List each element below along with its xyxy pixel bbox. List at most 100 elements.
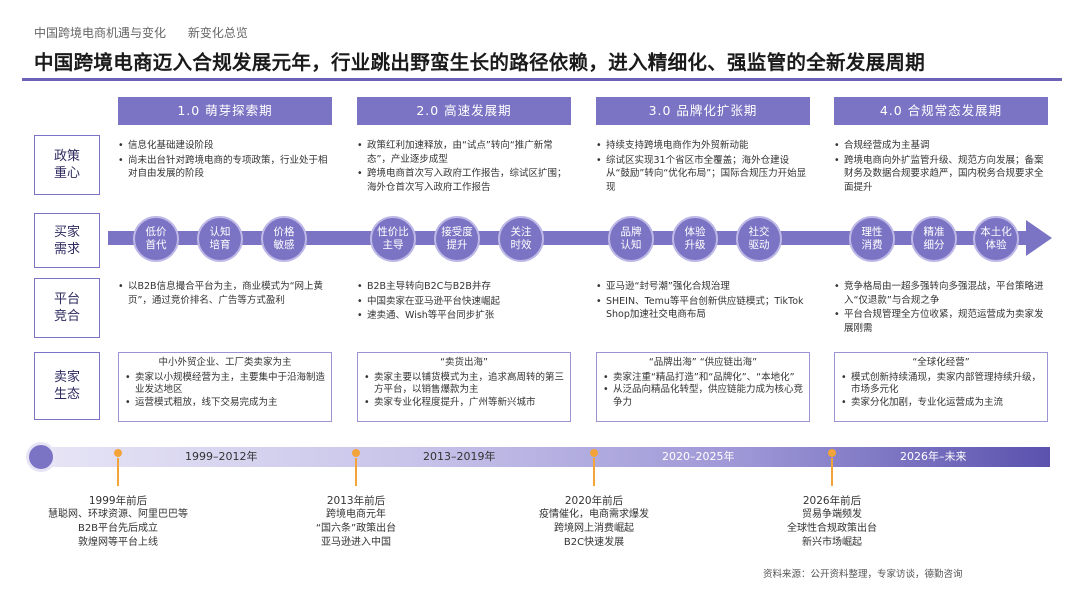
source-note: 资料来源：公开资料整理，专家访谈，德勤咨询 <box>763 569 963 580</box>
milestone-1: 1999年前后 慧聪网、环球资源、阿里巴巴等 B2B平台先后成立 敦煌网等平台上… <box>38 494 198 550</box>
row-label-ecology-text: 卖家生态 <box>53 370 80 402</box>
milestone-line: 贸易争端频发 <box>802 509 862 520</box>
demand-circle-line1: 理性 <box>861 226 883 238</box>
ecology-item: 卖家以小规模经营为主，主要集中于沿海制造业发达地区 <box>125 372 325 397</box>
platform-col-4: 竞争格局由一超多强转向多强混战，平台策略进入“仅退款”与合规之争 平台合规管理全… <box>834 280 1052 336</box>
ecology-item: 运营模式粗放，线下交易完成为主 <box>125 397 325 410</box>
row-label-policy-text: 政策重心 <box>53 149 80 181</box>
timeline-milestone-stem <box>117 458 119 486</box>
breadcrumb-section[interactable]: 中国跨境电商机遇与变化 <box>34 26 167 40</box>
platform-col-1: 以B2B信息撮合平台为主，商业模式为“网上黄页”，通过竞价排名、广告等方式盈利 <box>118 280 334 308</box>
breadcrumb-page[interactable]: 新变化总览 <box>187 26 248 40</box>
policy-item: 综试区实现31个省区市全覆盖；海外仓建设从“鼓励”转向“优化布局”；国际合规压力… <box>596 154 812 195</box>
milestone-year: 1999年前后 <box>88 495 148 507</box>
milestone-line: B2B平台先后成立 <box>77 523 159 534</box>
row-label-policy: 政策重心 <box>34 135 100 195</box>
timeline-milestone-dot <box>352 449 360 457</box>
phase-header-2: 2.0 高速发展期 <box>357 97 571 125</box>
ecology-item: 卖家分化加剧，专业化运营成为主流 <box>841 397 1041 410</box>
milestone-line: B2C快速发展 <box>563 537 625 548</box>
platform-item: 平台合规管理全方位收紧，规范运营成为卖家发展刚需 <box>834 308 1052 335</box>
milestone-line: 亚马逊进入中国 <box>321 537 391 548</box>
milestone-line: “国六条”政策出台 <box>315 523 397 534</box>
platform-item: B2B主导转向B2C与B2B并存 <box>357 280 575 294</box>
platform-item: 以B2B信息撮合平台为主，商业模式为“网上黄页”，通过竞价排名、广告等方式盈利 <box>118 280 334 307</box>
demand-circle-line2: 细分 <box>923 239 945 251</box>
policy-item: 信息化基础建设阶段 <box>118 139 334 153</box>
page-title: 中国跨境电商迈入合规发展元年，行业跳出野蛮生长的路径依赖，进入精细化、强监管的全… <box>34 51 926 74</box>
demand-circle: 认知培育 <box>197 216 243 262</box>
ecology-box-3: “品牌出海” “供应链出海” 卖家注重“精品打造”和“品牌化”、“本地化” 从泛… <box>596 352 810 422</box>
milestone-4: 2026年前后 贸易争端频发 全球性合规政策出台 新兴市场崛起 <box>752 494 912 550</box>
milestone-line: 跨境网上消费崛起 <box>554 523 634 534</box>
demand-circle-line2: 主导 <box>382 239 404 251</box>
ecology-item: 从泛品向精品化转型，供应链能力成为核心竞争力 <box>603 384 803 409</box>
phase-header-3: 3.0 品牌化扩张期 <box>596 97 810 125</box>
ecology-box-4: “全球化经营” 模式创新持续涌现，卖家内部管理持续升级，市场多元化 卖家分化加剧… <box>834 352 1048 422</box>
demand-circle-line1: 性价比 <box>377 226 409 238</box>
breadcrumb: 中国跨境电商机遇与变化 新变化总览 <box>34 24 248 41</box>
demand-circle-line1: 认知 <box>209 226 231 238</box>
phase-header-1: 1.0 萌芽探索期 <box>118 97 332 125</box>
timeline-period-label: 2013–2019年 <box>423 450 496 463</box>
demand-circle-line1: 关注 <box>510 226 532 238</box>
demand-circle-line2: 提升 <box>446 239 468 251</box>
platform-item: 速卖通、Wish等平台同步扩张 <box>357 309 575 323</box>
row-label-platform-text: 平台竞合 <box>53 292 80 324</box>
demand-circle-line2: 认知 <box>620 239 642 251</box>
demand-circle-line2: 时效 <box>510 239 532 251</box>
ecology-box-title: “品牌出海” “供应链出海” <box>648 357 758 368</box>
policy-item: 合规经营成为主基调 <box>834 139 1052 153</box>
milestone-3: 2020年前后 疫情催化，电商需求爆发 跨境网上消费崛起 B2C快速发展 <box>514 494 674 550</box>
title-divider <box>22 78 1062 81</box>
demand-circle: 精准细分 <box>911 216 957 262</box>
demand-circle: 性价比主导 <box>370 216 416 262</box>
demand-circle-line2: 驱动 <box>748 239 770 251</box>
platform-item: 亚马逊“封号潮”强化合规治理 <box>596 280 812 294</box>
demand-circle-line1: 本土化 <box>980 226 1012 238</box>
milestone-year: 2013年前后 <box>326 495 386 507</box>
timeline-milestone-stem <box>831 458 833 486</box>
ecology-box-2: “卖货出海” 卖家主要以铺货模式为主，追求高周转的第三方平台，以销售爆款为主 卖… <box>357 352 571 422</box>
demand-arrow-band <box>108 231 1030 245</box>
demand-circle-line1: 精准 <box>923 226 945 238</box>
demand-circle: 品牌认知 <box>608 216 654 262</box>
ecology-box-title: “全球化经营” <box>912 357 970 368</box>
demand-circle-line1: 品牌 <box>620 226 642 238</box>
timeline-milestone-stem <box>355 458 357 486</box>
row-label-demand: 买家需求 <box>34 213 100 268</box>
demand-circle-line2: 培育 <box>209 239 231 251</box>
demand-circle-line2: 敏感 <box>273 239 295 251</box>
policy-col-2: 政策红利加速释放，由“试点”转向“推广新常态”，产业逐步成型 跨境电商首次写入政… <box>357 139 575 195</box>
timeline-milestone-dot <box>828 449 836 457</box>
milestone-2: 2013年前后 跨境电商元年 “国六条”政策出台 亚马逊进入中国 <box>276 494 436 550</box>
row-label-demand-text: 买家需求 <box>53 224 80 257</box>
demand-circle-line2: 升级 <box>684 239 706 251</box>
demand-circle: 体验升级 <box>672 216 718 262</box>
policy-item: 持续支持跨境电商作为外贸新动能 <box>596 139 812 153</box>
ecology-item: 卖家主要以铺货模式为主，追求高周转的第三方平台，以销售爆款为主 <box>364 372 564 397</box>
policy-col-1: 信息化基础建设阶段 尚未出台针对跨境电商的专项政策，行业处于相对自由发展的阶段 <box>118 139 334 182</box>
milestone-line: 敦煌网等平台上线 <box>78 537 158 548</box>
demand-circle: 低价首代 <box>133 216 179 262</box>
demand-circle-line1: 体验 <box>684 226 706 238</box>
timeline-period-label: 2020–2025年 <box>662 450 735 463</box>
timeline-period-label: 2026年–未来 <box>900 450 967 463</box>
milestone-year: 2026年前后 <box>802 495 862 507</box>
timeline-milestone-dot <box>114 449 122 457</box>
policy-col-3: 持续支持跨境电商作为外贸新动能 综试区实现31个省区市全覆盖；海外仓建设从“鼓励… <box>596 139 812 195</box>
ecology-box-title: 中小外贸企业、工厂类卖家为主 <box>158 357 292 368</box>
phase-header-4: 4.0 合规常态发展期 <box>834 97 1048 125</box>
milestone-line: 新兴市场崛起 <box>802 537 862 548</box>
milestone-line: 跨境电商元年 <box>326 509 386 520</box>
demand-circle: 关注时效 <box>498 216 544 262</box>
timeline-milestone-dot <box>590 449 598 457</box>
policy-item: 跨境电商首次写入政府工作报告，综试区扩围；海外仓首次写入政府工作报告 <box>357 167 575 194</box>
demand-circle: 社交驱动 <box>736 216 782 262</box>
milestone-year: 2020年前后 <box>564 495 624 507</box>
demand-circle-line1: 接受度 <box>441 226 473 238</box>
demand-arrow-head <box>1026 220 1052 256</box>
demand-circle-line1: 社交 <box>748 226 770 238</box>
platform-item: 中国卖家在亚马逊平台快速崛起 <box>357 295 575 309</box>
policy-item: 跨境电商向外扩监管升级、规范方向发展；备案财务及数据合规要求趋严，国内税务合规要… <box>834 154 1052 195</box>
